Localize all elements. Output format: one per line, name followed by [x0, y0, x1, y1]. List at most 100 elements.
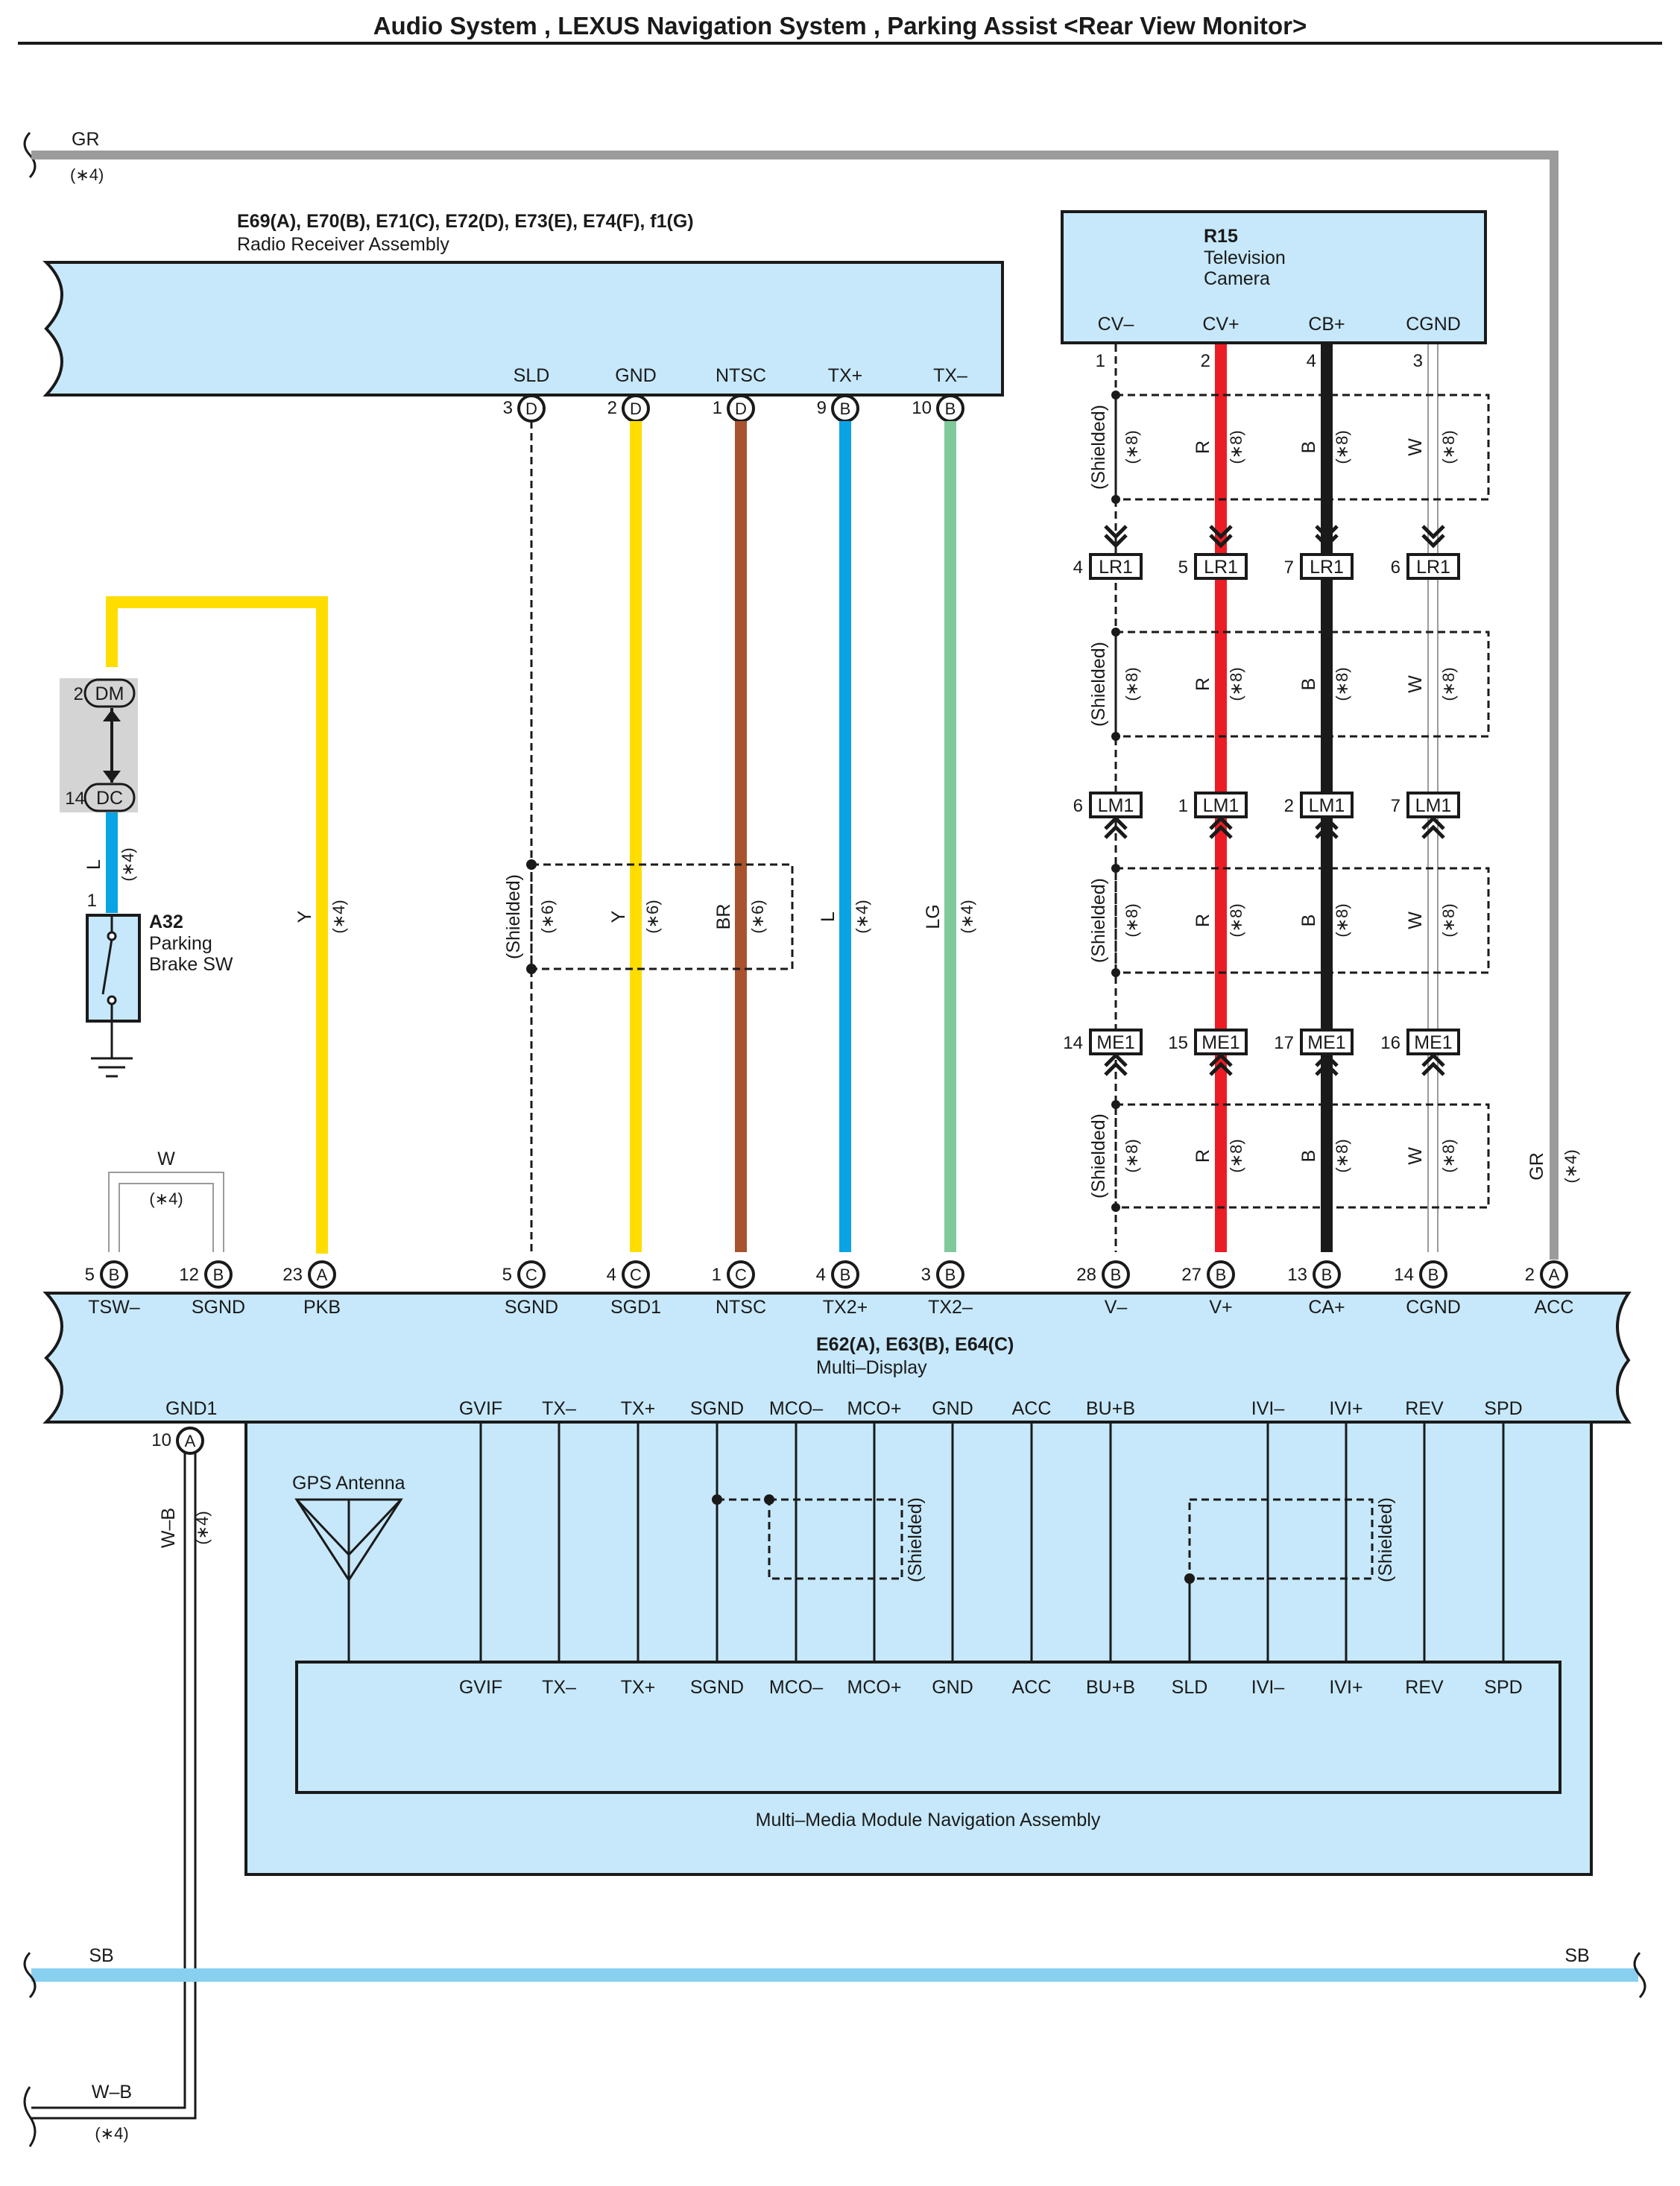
junction-name: LR1	[1099, 557, 1133, 578]
camera-wire-color: R	[1193, 1149, 1213, 1163]
display-pin-num: 5	[502, 1265, 512, 1285]
wb-bus-note: (∗4)	[95, 2124, 128, 2143]
camera-wire-color: B	[1298, 914, 1319, 927]
display-pin-num: 13	[1287, 1265, 1307, 1285]
camera-pin-label: CV–	[1098, 314, 1134, 335]
junction-lr1	[1406, 553, 1460, 580]
nav-pin-label: REV	[1405, 1677, 1444, 1698]
camera-pin-num: 2	[1201, 351, 1210, 371]
television-camera: R15 Television Camera	[1061, 210, 1487, 344]
parking-brake-switch	[86, 914, 141, 1023]
display-pin	[831, 1260, 859, 1289]
camera-wire-note: (∗8)	[1439, 430, 1458, 464]
junction-pin-num: 17	[1274, 1033, 1294, 1053]
display-pin	[517, 1260, 546, 1289]
gnd1-num: 10	[151, 1430, 171, 1450]
gr-bus: GR (∗4) GR (∗4)	[23, 129, 1580, 1260]
display-pin-conn: B	[1321, 1266, 1333, 1284]
dm-label: DM	[95, 683, 124, 704]
brake-wire-label: L	[83, 859, 104, 870]
display-internal-label: IVI–	[1251, 1398, 1285, 1419]
junction-pin-num: 2	[1284, 796, 1294, 816]
display-pin	[622, 1260, 650, 1289]
camera-shield-label: (Shielded)	[1088, 878, 1109, 963]
junction-pin-num: 14	[1063, 1033, 1083, 1053]
camera-pin-label: CGND	[1406, 314, 1461, 335]
display-pin	[100, 1260, 128, 1289]
wb-wire-note: (∗4)	[193, 1511, 212, 1544]
display-pin-num: 12	[179, 1265, 199, 1285]
dc-label: DC	[96, 788, 123, 809]
display-pin	[1102, 1260, 1130, 1289]
camera-wires	[1114, 344, 1439, 1252]
display-pin-conn: C	[630, 1266, 642, 1284]
junction-name: LM1	[1309, 795, 1345, 816]
display-internal-label: TX–	[542, 1398, 576, 1419]
dm-num: 2	[74, 684, 83, 704]
camera-wire-color: R	[1193, 440, 1213, 454]
nav-pin-label: BU+B	[1086, 1677, 1135, 1698]
junction-name: LR1	[1416, 557, 1450, 578]
camera-name-1: Television	[1204, 247, 1286, 268]
gnd1-circuit: GND1 10 A W–B (∗4) W–B (∗4)	[23, 1398, 217, 2147]
nav-pin-label: ACC	[1012, 1677, 1052, 1698]
internal-shield-2: (Shielded)	[1375, 1497, 1396, 1582]
internal-shields: (Shielded) (Shielded)	[712, 1494, 1396, 1584]
display-internal-label: REV	[1405, 1398, 1444, 1419]
display-pin-label: ACC	[1535, 1297, 1574, 1318]
junction-name: ME1	[1201, 1032, 1240, 1053]
display-pin-label: V–	[1105, 1297, 1128, 1318]
display-pin-label: NTSC	[716, 1297, 766, 1318]
radio-pin-label: SLD	[514, 365, 550, 386]
display-internal-label: BU+B	[1086, 1398, 1135, 1419]
gnd1-conn: A	[185, 1432, 196, 1450]
camera-wire-color: W	[1405, 1147, 1426, 1165]
gr-bus-note: (∗4)	[70, 165, 104, 184]
display-pin-label: CA+	[1308, 1297, 1345, 1318]
display-pin-label: TX2+	[823, 1297, 868, 1318]
display-internal-label: IVI+	[1329, 1398, 1362, 1419]
nav-pin-label: MCO–	[769, 1677, 823, 1698]
display-pin-conn: B	[109, 1266, 120, 1284]
gnd1-label: GND1	[165, 1398, 217, 1419]
page-title: Audio System , LEXUS Navigation System ,…	[373, 12, 1307, 40]
br-wire-label: BR	[713, 904, 734, 930]
nav-pin-label: MCO+	[847, 1677, 902, 1698]
junction-pin-num: 6	[1073, 796, 1083, 816]
junction-pin-num: 7	[1284, 557, 1294, 578]
camera-wire-color: B	[1298, 1150, 1319, 1163]
display-internal-label: ACC	[1012, 1398, 1052, 1419]
brake-wire-note: (∗4)	[119, 847, 137, 881]
brake-pin: 1	[87, 891, 97, 911]
junction-name: LM1	[1098, 795, 1134, 816]
camera-wire-note: (∗8)	[1333, 667, 1351, 701]
junction-lr1	[1300, 553, 1354, 580]
radio-pin-label: TX+	[828, 365, 863, 386]
junction-pin-num: 5	[1178, 557, 1188, 578]
display-pin-label: CGND	[1406, 1297, 1461, 1318]
display-pin	[1313, 1260, 1341, 1289]
camera-shield-note: (∗8)	[1122, 903, 1141, 937]
display-pin-num: 3	[921, 1265, 931, 1285]
navigation-module: Multi–Media Module Navigation Assembly	[295, 1661, 1561, 1830]
camera-wire-color: W	[1405, 438, 1426, 456]
camera-pin-num: 3	[1413, 351, 1423, 371]
l-wire-note: (∗4)	[853, 900, 871, 933]
camera-shields: (Shielded)(∗8)R(∗8)B(∗8)W(∗8)(Shielded)(…	[1088, 391, 1490, 1212]
camera-name-2: Camera	[1204, 268, 1270, 289]
display-pin-num: 2	[1525, 1265, 1535, 1285]
gnd1-pin	[176, 1427, 204, 1455]
display-internal-label: MCO+	[847, 1398, 902, 1419]
display-internal-label: SPD	[1484, 1398, 1522, 1419]
display-pin-conn: B	[945, 1266, 956, 1284]
camera-wire-note: (∗8)	[1439, 667, 1458, 701]
wb-wire-label: W–B	[158, 1508, 179, 1548]
display-internal-label: TX+	[621, 1398, 656, 1419]
radio-name: Radio Receiver Assembly	[237, 234, 449, 255]
nav-name: Multi–Media Module Navigation Assembly	[756, 1810, 1101, 1830]
l-wire-label: L	[818, 912, 839, 922]
radio-pin-num: 1	[713, 398, 722, 418]
